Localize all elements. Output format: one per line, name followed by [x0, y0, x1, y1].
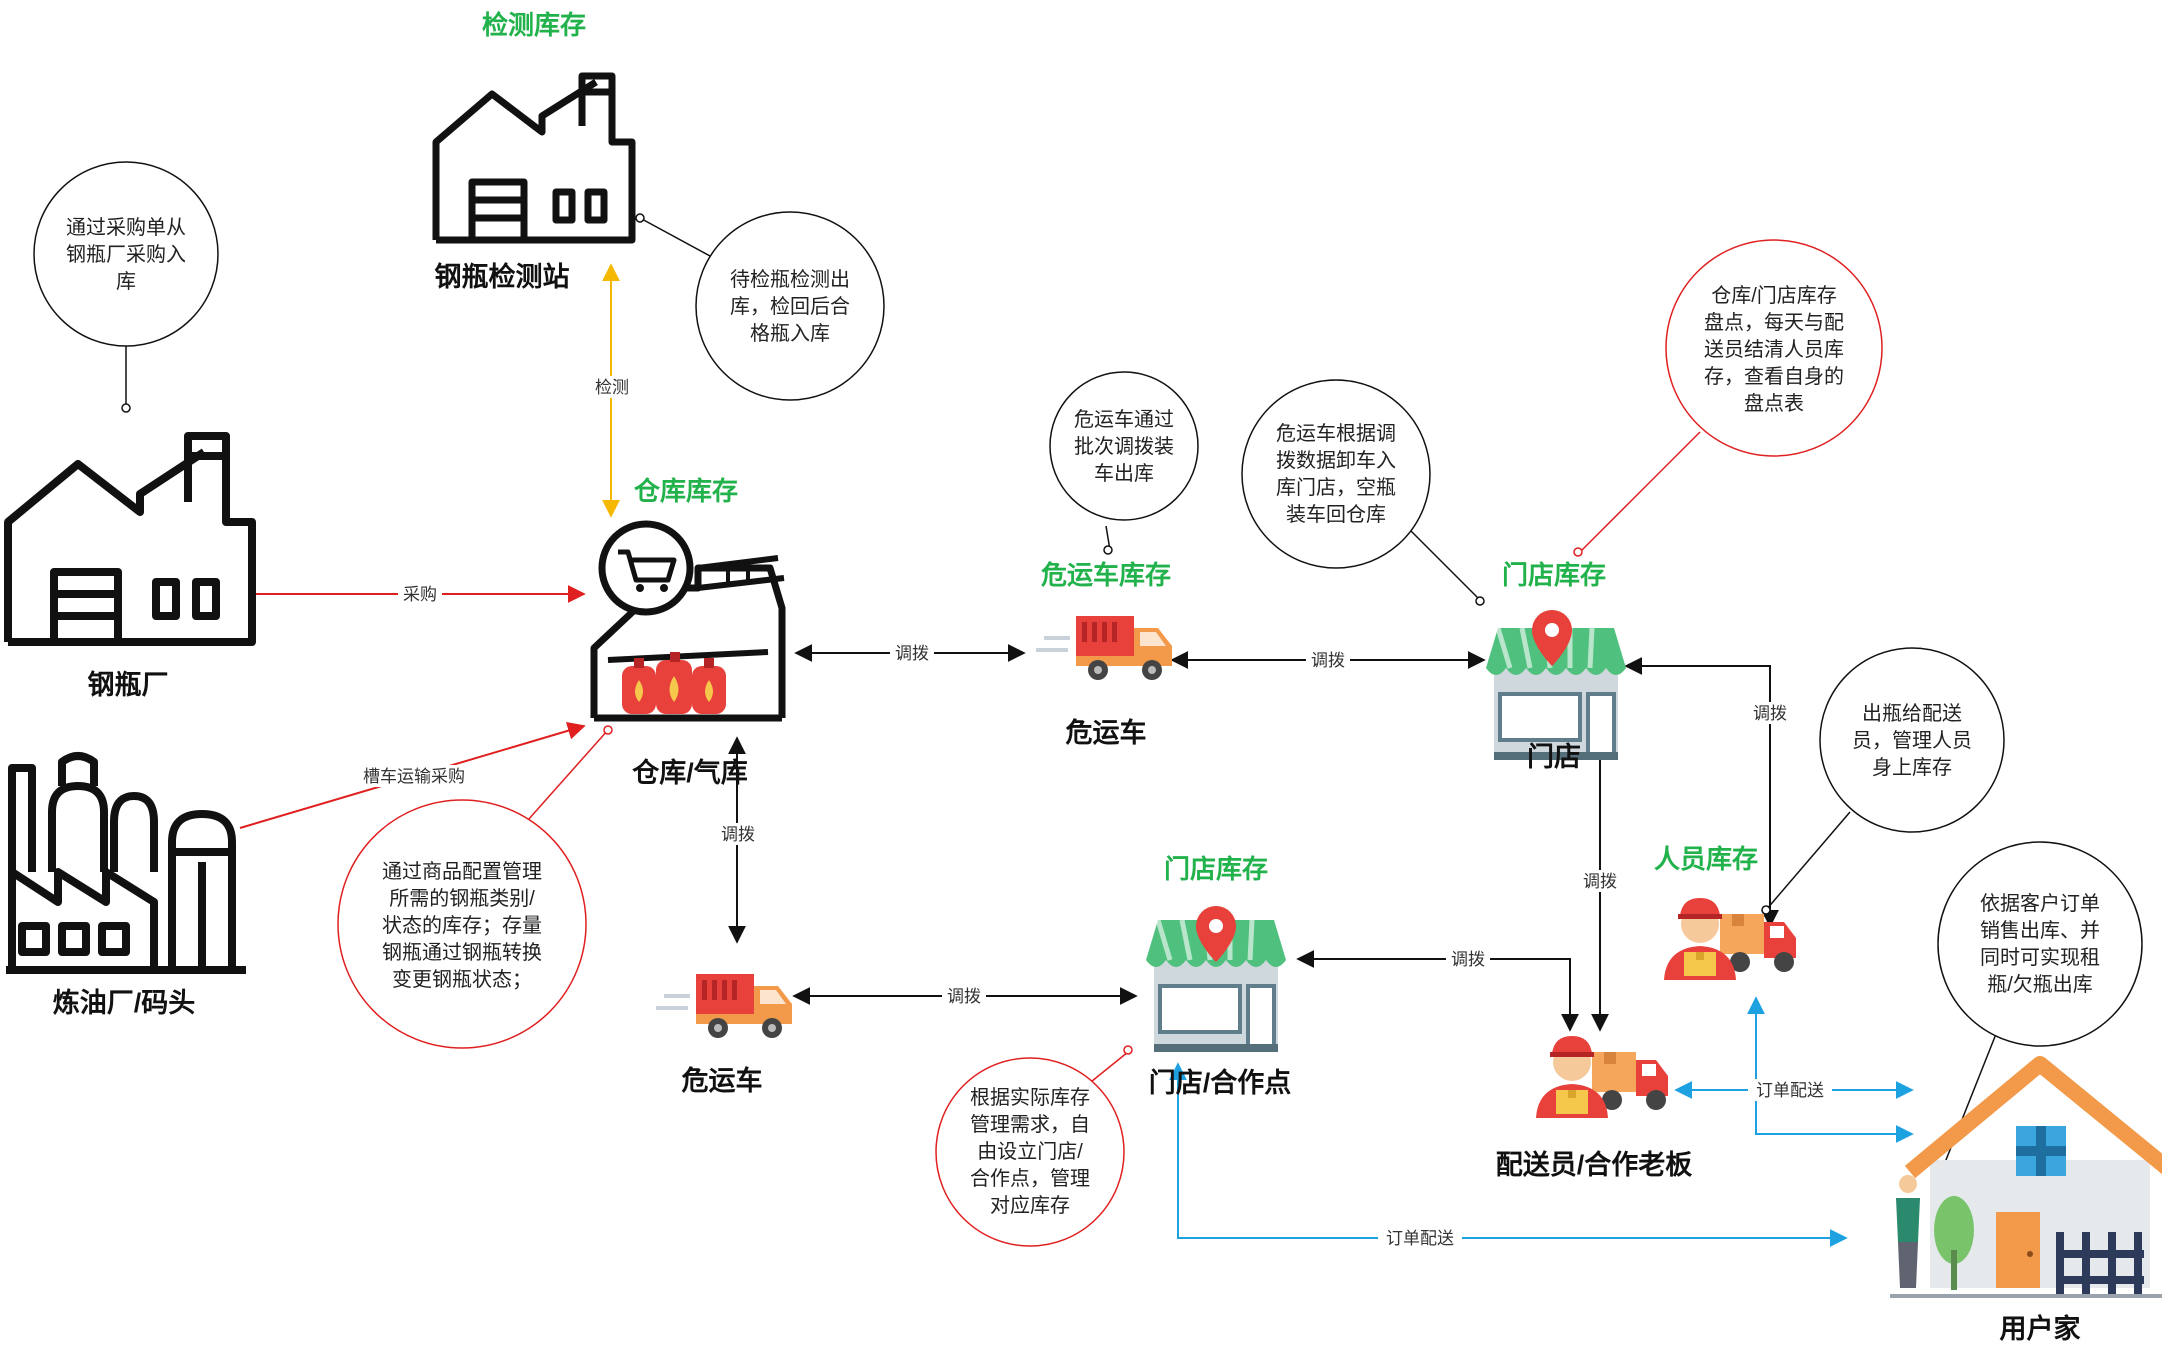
- store-label: 门店: [1527, 742, 1581, 772]
- courier-label: 配送员/合作老板: [1496, 1149, 1693, 1180]
- svg-text:危运车根据调拨数据卸车入库门店，空瓶装车回仓库: 危运车根据调拨数据卸车入库门店，空瓶装车回仓库: [1276, 422, 1396, 526]
- warehouse-cart-icon: [590, 520, 786, 722]
- refinery-icon: [6, 752, 246, 974]
- courier-order-edge-label: 订单配送: [1756, 1081, 1824, 1100]
- staff-store-edge: [1624, 657, 1779, 928]
- truck-top-node: 危运车库存 危运车: [1034, 560, 1174, 748]
- factory-icon: [432, 72, 636, 244]
- store-inventory-title: 门店库存: [1502, 560, 1606, 590]
- svg-text:根据实际库存管理需求，自由设立门店/合作点，管理对应库存: 根据实际库存管理需求，自由设立门店/合作点，管理对应库存: [970, 1086, 1090, 1217]
- coop-note: 根据实际库存管理需求，自由设立门店/合作点，管理对应库存: [935, 1057, 1125, 1247]
- config-note: 通过商品配置管理所需的钢瓶类别/状态的库存；存量钢瓶通过钢瓶转换变更钢瓶状态；: [337, 799, 587, 1049]
- svg-text:仓库/门店库存盘点，每天与配送员结清人员库存，查看自身的盘点: 仓库/门店库存盘点，每天与配送员结清人员库存，查看自身的盘点表: [1704, 284, 1844, 415]
- wh-truck-top-edge-label: 调拨: [895, 644, 929, 663]
- store-coop-inventory-title: 门店库存: [1164, 854, 1268, 884]
- order-note: 依据客户订单销售出库、并同时可实现租瓶/欠瓶出库: [1937, 841, 2143, 1047]
- cylinder-factory-node: 钢瓶厂: [4, 432, 256, 700]
- store-pin-icon: [1146, 906, 1286, 1052]
- staff-order-edge: [1747, 996, 1914, 1143]
- inspection-station-node: 检测库存 钢瓶检测站: [432, 10, 636, 292]
- store-courier-edge-label: 调拨: [1583, 872, 1617, 891]
- svg-text:依据客户订单销售出库、并同时可实现租瓶/欠瓶出库: 依据客户订单销售出库、并同时可实现租瓶/欠瓶出库: [1980, 892, 2100, 996]
- customer-home-label: 用户家: [2000, 1313, 2081, 1344]
- staff-note: 出瓶给配送员，管理人员身上库存: [1819, 647, 2005, 833]
- svg-text:危运车通过批次调拨装车出库: 危运车通过批次调拨装车出库: [1074, 408, 1174, 485]
- store-coop-label: 门店/合作点: [1149, 1067, 1292, 1098]
- delivery-person-icon: [1664, 898, 1796, 980]
- factory-icon: [4, 432, 256, 646]
- wh-truck-bottom-edge-label: 调拨: [721, 825, 755, 844]
- staff-inventory-title: 人员库存: [1654, 844, 1758, 874]
- truck-load-note: 危运车通过批次调拨装车出库: [1049, 371, 1199, 521]
- coop-order-edge-label: 订单配送: [1386, 1229, 1454, 1248]
- inspect-edge-label: 检测: [595, 378, 629, 397]
- stocktake-note: 仓库/门店库存盘点，每天与配送员结清人员库存，查看自身的盘点表: [1665, 239, 1883, 457]
- truck-bottom-node: 危运车: [654, 972, 794, 1096]
- store-coop-node: 门店库存 门店/合作点: [1146, 854, 1291, 1098]
- svg-text:待检瓶检测出库，检回后合格瓶入库: 待检瓶检测出库，检回后合格瓶入库: [730, 268, 850, 345]
- refinery-node: 炼油厂/码头: [6, 752, 246, 1018]
- truck-top-label: 危运车: [1066, 717, 1147, 748]
- purchase-note: 通过采购单从钢瓶厂采购入库: [33, 161, 219, 347]
- inspection-note: 待检瓶检测出库，检回后合格瓶入库: [695, 211, 885, 401]
- house-icon: [1890, 1056, 2162, 1298]
- truck-store-edge-label: 调拨: [1311, 651, 1345, 670]
- purchase-edge-label: 采购: [403, 585, 437, 604]
- truck-bottom-label: 危运车: [682, 1065, 763, 1096]
- coop-order-edge: [1169, 1062, 1848, 1247]
- truck-inventory-title: 危运车库存: [1041, 560, 1171, 590]
- delivery-person-icon: [1536, 1036, 1668, 1118]
- courier-node: 配送员/合作老板: [1496, 1036, 1693, 1180]
- cylinder-factory-label: 钢瓶厂: [88, 670, 169, 700]
- inspection-station-label: 钢瓶检测站: [435, 261, 570, 292]
- staff-node: 人员库存: [1654, 844, 1796, 980]
- coop-courier-edge-label: 调拨: [1451, 950, 1485, 969]
- warehouse-inventory-title: 仓库库存: [633, 476, 738, 506]
- hazmat-truck-icon: [1034, 614, 1174, 682]
- truck-unload-note: 危运车根据调拨数据卸车入库门店，空瓶装车回仓库: [1241, 379, 1431, 569]
- customer-home-node: 用户家: [1890, 1056, 2162, 1344]
- tanker-purchase-edge-label: 槽车运输采购: [363, 767, 465, 786]
- warehouse-label: 仓库/气库: [631, 758, 748, 788]
- truck-coop-edge-label: 调拨: [947, 987, 981, 1006]
- hazmat-truck-icon: [654, 972, 794, 1040]
- coop-courier-edge: [1296, 950, 1579, 1032]
- store-pin-icon: [1486, 610, 1626, 760]
- inspection-inventory-title: 检测库存: [482, 10, 586, 40]
- svg-text:出瓶给配送员，管理人员身上库存: 出瓶给配送员，管理人员身上库存: [1852, 702, 1972, 779]
- refinery-label: 炼油厂/码头: [53, 987, 196, 1018]
- svg-text:通过商品配置管理所需的钢瓶类别/状态的库存；存量钢瓶通过钢瓶: 通过商品配置管理所需的钢瓶类别/状态的库存；存量钢瓶通过钢瓶转换变更钢瓶状态；: [382, 860, 542, 991]
- store-node: 门店库存 门店: [1486, 560, 1626, 772]
- staff-store-edge-label: 调拨: [1753, 704, 1787, 723]
- warehouse-node: 仓库库存 仓库/气库: [590, 476, 786, 788]
- svg-text:通过采购单从钢瓶厂采购入库: 通过采购单从钢瓶厂采购入库: [66, 216, 186, 293]
